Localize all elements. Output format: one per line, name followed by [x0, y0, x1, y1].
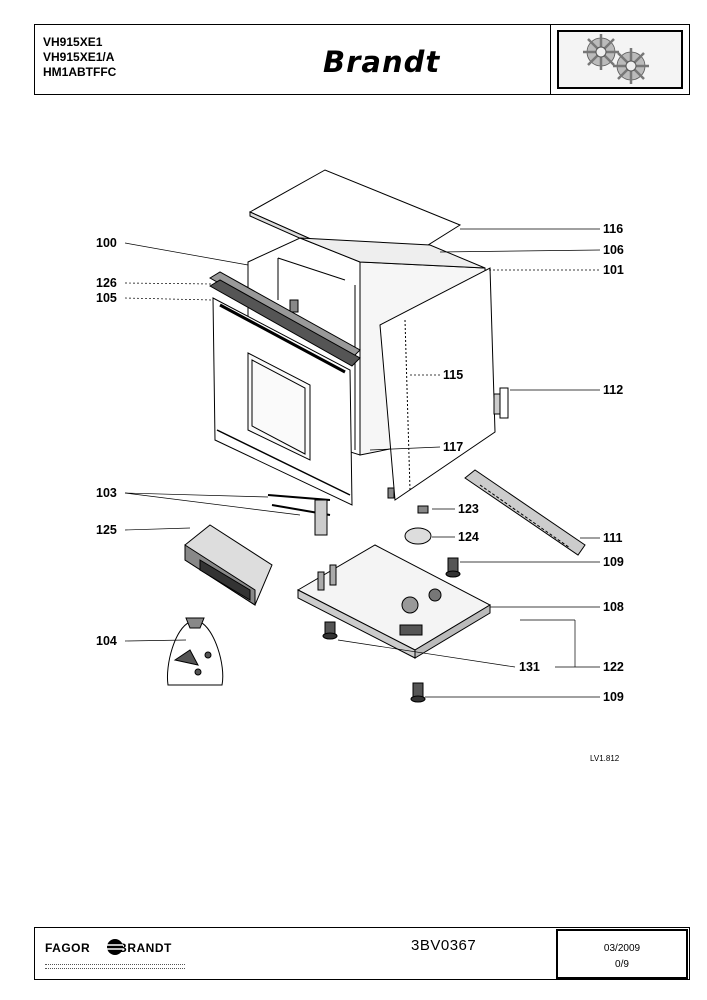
- gear-logo-box: [550, 25, 690, 94]
- control-strip-126: [209, 271, 361, 367]
- model-line: VH915XE1: [43, 35, 103, 49]
- document-reference: 3BV0367: [411, 937, 477, 954]
- drawing-reference: LV1.812: [590, 754, 620, 763]
- model-list: VH915XE1 VH915XE1/A HM1ABTFFC: [43, 35, 116, 80]
- footer-frame: FAGOR BRANDT 3BV0367 03/2009 0/9: [34, 927, 690, 980]
- bag-104: [166, 617, 224, 686]
- company-ball-icon: [107, 939, 123, 955]
- door-105: [212, 297, 353, 506]
- foot-109-a: [445, 557, 461, 578]
- brand-logo: Brandt: [323, 45, 441, 79]
- part-label: 104: [96, 634, 117, 648]
- strip-111: [464, 469, 586, 556]
- side-panel-101: [379, 267, 496, 501]
- model-line: HM1ABTFFC: [43, 65, 117, 79]
- part-label: 103: [96, 486, 117, 500]
- part-label: 109: [603, 690, 624, 704]
- part-label: 111: [603, 531, 623, 545]
- part-label: 125: [96, 523, 117, 537]
- part-label: 105: [96, 291, 117, 305]
- gears-icon: [557, 30, 683, 89]
- part-label: 123: [458, 502, 479, 516]
- hinge-112: [493, 387, 509, 419]
- part-label: 109: [603, 555, 624, 569]
- part-label: 101: [603, 263, 624, 277]
- document-date: 03/2009: [603, 943, 641, 954]
- part-label: 126: [96, 276, 117, 290]
- company-logo: FAGOR BRANDT: [45, 941, 172, 955]
- part-label: 115: [443, 368, 464, 382]
- part-label: 100: [96, 236, 117, 250]
- part-label: 112: [603, 383, 624, 397]
- part-label: 124: [458, 530, 479, 544]
- company-tagline-decor: [45, 964, 185, 969]
- part-label: 117: [443, 440, 464, 454]
- part-124: [404, 527, 432, 545]
- part-label: 122: [603, 660, 624, 674]
- module-125: [184, 524, 273, 606]
- foot-109-b: [410, 682, 426, 703]
- foot-131: [322, 621, 338, 640]
- company-name-left: FAGOR: [45, 941, 91, 955]
- part-label: 116: [603, 222, 624, 236]
- model-line: VH915XE1/A: [43, 50, 115, 64]
- base-108: [296, 544, 492, 659]
- date-box: 03/2009 0/9: [556, 929, 688, 979]
- part-123: [417, 505, 429, 514]
- company-name-right: BRANDT: [118, 941, 172, 955]
- part-label: 108: [603, 600, 624, 614]
- rails-103: [267, 494, 331, 536]
- page-number: 0/9: [615, 959, 629, 970]
- part-label: 106: [603, 243, 624, 257]
- part-label: 131: [519, 660, 540, 674]
- header-frame: VH915XE1 VH915XE1/A HM1ABTFFC Brandt: [34, 24, 690, 95]
